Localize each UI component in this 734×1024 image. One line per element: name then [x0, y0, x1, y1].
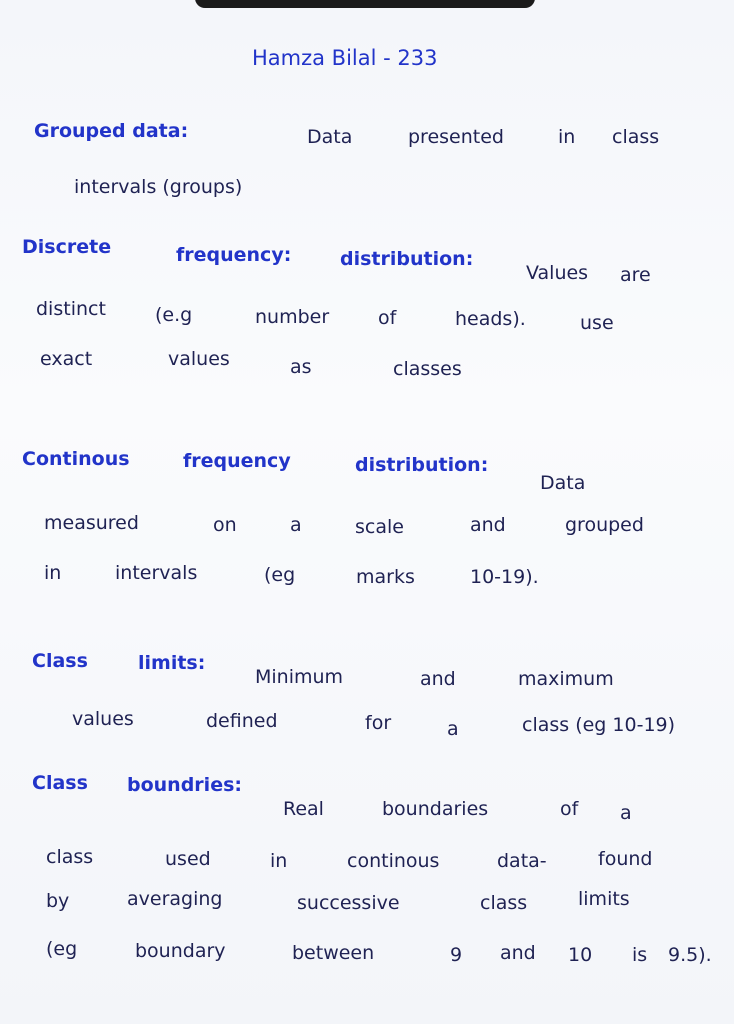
word: boundaries: [382, 798, 489, 820]
word: in: [270, 850, 288, 872]
word: class: [480, 892, 528, 914]
word: for: [365, 712, 392, 734]
word: a: [290, 514, 302, 536]
word: and: [470, 514, 506, 536]
word: scale: [355, 516, 404, 538]
word: distinct: [36, 298, 106, 320]
word: exact: [40, 348, 93, 370]
word: are: [620, 264, 651, 286]
continuous-term: distribution:: [355, 454, 489, 476]
word: heads).: [455, 308, 526, 330]
word: class (eg 10-19): [522, 714, 676, 736]
word: Values: [526, 262, 589, 284]
clipboard-clip: [195, 0, 535, 8]
word: use: [580, 312, 614, 334]
word: Minimum: [255, 666, 344, 688]
word: 10: [568, 944, 593, 966]
word: limits: [578, 888, 630, 910]
word: classes: [393, 358, 462, 380]
word: measured: [44, 512, 139, 534]
limits-term: Class: [32, 650, 88, 672]
word: in: [44, 562, 62, 584]
page-title: Hamza Bilal - 233: [252, 46, 438, 70]
word: is: [632, 944, 648, 966]
word: and: [500, 942, 536, 964]
word: (e.g: [155, 304, 193, 326]
word: found: [598, 848, 653, 870]
word: on: [213, 514, 237, 536]
word: Data: [540, 472, 586, 494]
word: class: [612, 126, 660, 148]
discrete-term: Discrete: [22, 236, 112, 258]
word: class: [46, 846, 94, 868]
word: used: [165, 848, 211, 870]
word: continous: [347, 850, 440, 872]
word: a: [447, 718, 459, 740]
discrete-term: distribution:: [340, 248, 474, 270]
continuous-term: frequency: [183, 450, 291, 472]
word: 10-19).: [470, 566, 539, 588]
grouped-term: Grouped data:: [34, 120, 189, 142]
word: as: [290, 356, 312, 378]
word: averaging: [127, 888, 223, 910]
word: data-: [497, 850, 547, 872]
word: by: [46, 890, 70, 912]
word: (eg: [46, 938, 78, 960]
word: grouped: [565, 514, 644, 536]
boundaries-term: boundries:: [127, 774, 242, 796]
word: boundary: [135, 940, 226, 962]
word: values: [168, 348, 230, 370]
word: and: [420, 668, 456, 690]
discrete-term: frequency:: [176, 244, 292, 266]
word: of: [378, 307, 397, 329]
word: 9: [450, 944, 463, 966]
word: intervals: [115, 562, 198, 584]
word: defined: [206, 710, 278, 732]
word: number: [255, 306, 330, 328]
word: a: [620, 802, 632, 824]
word: Data: [307, 126, 353, 148]
word: 9.5).: [668, 944, 712, 966]
word: between: [292, 942, 375, 964]
continuous-term: Continous: [22, 448, 130, 470]
boundaries-term: Class: [32, 772, 88, 794]
word: presented: [408, 126, 504, 148]
word: values: [72, 708, 134, 730]
word: marks: [356, 566, 415, 588]
word: Real: [283, 798, 324, 820]
limits-term: limits:: [138, 652, 206, 674]
word: maximum: [518, 668, 614, 690]
word: in: [558, 126, 576, 148]
word: of: [560, 798, 579, 820]
word: (eg: [264, 564, 296, 586]
grouped-line2: intervals (groups): [74, 176, 243, 198]
word: successive: [297, 892, 400, 914]
